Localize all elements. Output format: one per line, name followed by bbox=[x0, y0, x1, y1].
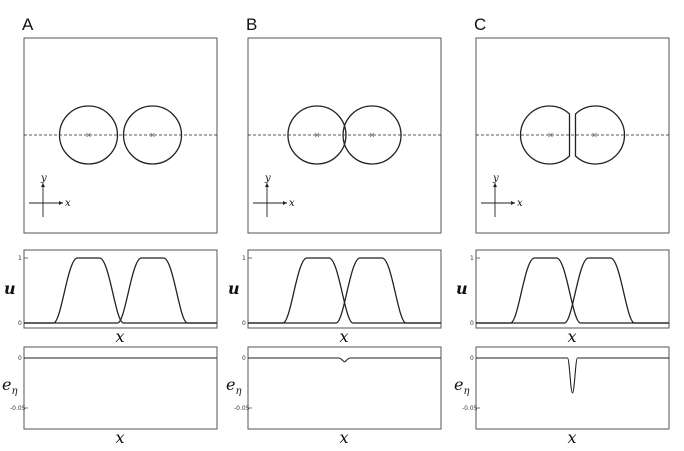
cell-center-marker bbox=[592, 132, 597, 138]
e-plot-frame bbox=[247, 346, 442, 430]
cell-center-marker bbox=[150, 132, 155, 138]
u-tick-label-0: 0 bbox=[18, 320, 22, 327]
e-x-label: x bbox=[568, 428, 577, 447]
x-axis-label: x bbox=[517, 198, 523, 209]
cell-left bbox=[519, 105, 571, 165]
y-axis-label: y bbox=[264, 173, 271, 184]
cell-right bbox=[342, 105, 402, 165]
u-tick-label-1: 1 bbox=[470, 255, 474, 262]
cell-left bbox=[58, 105, 119, 165]
e-row-label: eη bbox=[454, 375, 469, 397]
y-axis-label: y bbox=[40, 173, 47, 184]
e-x-label: x bbox=[116, 428, 125, 447]
u-x-label: x bbox=[568, 327, 577, 346]
e-row-label: eη bbox=[2, 375, 17, 397]
x-arrowhead bbox=[511, 201, 515, 205]
cell-center-marker bbox=[86, 132, 91, 138]
e-tick-label-0: 0 bbox=[470, 355, 474, 362]
u-x-label: x bbox=[116, 327, 125, 346]
u-row-label: u bbox=[228, 279, 240, 298]
cell-center-marker bbox=[314, 132, 320, 138]
x-axis-label: x bbox=[289, 198, 295, 209]
panel-c: Cy x 1 0 u x 0 -0.05 eη x bbox=[454, 15, 670, 447]
error-curve bbox=[476, 357, 669, 394]
e-tick-label-0: 0 bbox=[242, 355, 246, 362]
cell-right bbox=[122, 105, 183, 165]
u-plot-frame bbox=[23, 249, 218, 329]
panel-letter: A bbox=[22, 15, 34, 34]
u-row-label: u bbox=[4, 279, 16, 298]
x-axis-label: x bbox=[65, 198, 71, 209]
domain-box bbox=[247, 37, 442, 234]
u-plot-frame bbox=[247, 249, 442, 329]
e-tick-label-neg: -0.05 bbox=[10, 405, 26, 412]
u-tick-label-1: 1 bbox=[18, 255, 22, 262]
domain-box bbox=[475, 37, 670, 234]
e-plot-frame bbox=[475, 346, 670, 430]
e-row-label: eη bbox=[226, 375, 241, 397]
y-arrowhead bbox=[265, 183, 269, 187]
u-x-label: x bbox=[340, 327, 349, 346]
domain-box bbox=[23, 37, 218, 234]
u-tick-label-1: 1 bbox=[242, 255, 246, 262]
x-arrowhead bbox=[283, 201, 287, 205]
panel-b: By x 1 0 u x 0 -0.05 eη x bbox=[226, 15, 442, 447]
cell-center-marker bbox=[548, 132, 553, 138]
panel-a: Ay x 1 0 u x 0 -0.05 eη x bbox=[2, 15, 218, 447]
cell-left bbox=[287, 105, 347, 165]
u-tick-label-0: 0 bbox=[470, 320, 474, 327]
cell-center-marker bbox=[369, 132, 375, 138]
y-axis-label: y bbox=[492, 173, 499, 184]
u-profile-right bbox=[24, 257, 217, 324]
y-arrowhead bbox=[41, 183, 45, 187]
cell-right bbox=[574, 105, 626, 165]
e-tick-label-neg: -0.05 bbox=[462, 405, 478, 412]
e-tick-label-neg: -0.05 bbox=[234, 405, 250, 412]
panel-letter: C bbox=[474, 15, 486, 34]
u-profile-left bbox=[24, 257, 217, 324]
panel-letter: B bbox=[246, 15, 257, 34]
e-plot-frame bbox=[23, 346, 218, 430]
u-profile-right bbox=[476, 257, 669, 324]
y-arrowhead bbox=[493, 183, 497, 187]
u-tick-label-0: 0 bbox=[242, 320, 246, 327]
e-x-label: x bbox=[340, 428, 349, 447]
u-profile-left bbox=[476, 257, 669, 324]
e-tick-label-0: 0 bbox=[18, 355, 22, 362]
u-profile-left bbox=[248, 257, 441, 324]
x-arrowhead bbox=[59, 201, 63, 205]
u-profile-right bbox=[248, 257, 441, 324]
error-curve bbox=[248, 357, 441, 363]
u-row-label: u bbox=[456, 279, 468, 298]
u-plot-frame bbox=[475, 249, 670, 329]
